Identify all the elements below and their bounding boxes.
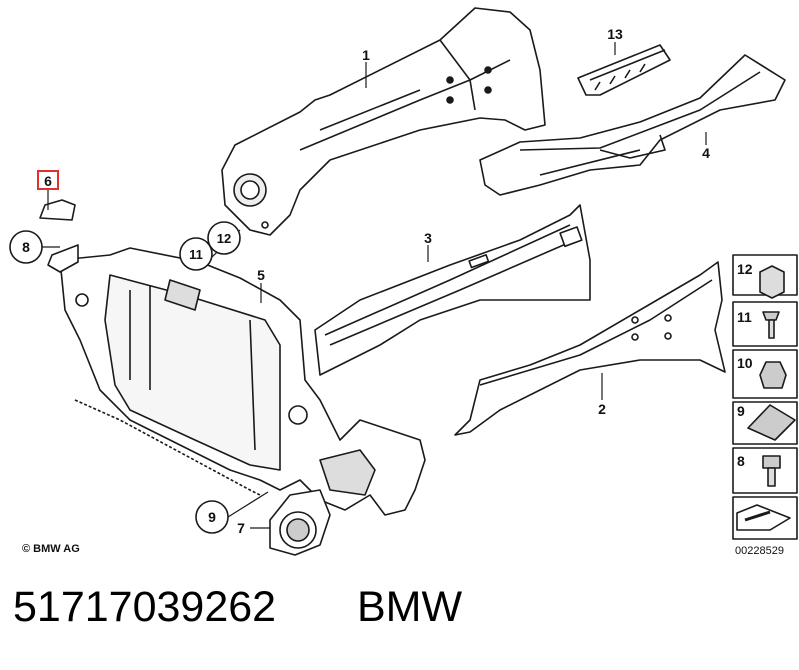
part-5-front-frame <box>59 247 426 516</box>
legend-label-11: 11 <box>737 309 752 325</box>
callout-circles <box>9 221 241 534</box>
legend-label-9: 9 <box>737 403 745 419</box>
legend-label-12: 12 <box>737 261 753 277</box>
callout-2: 2 <box>598 401 606 417</box>
part-4-side-member <box>479 54 786 196</box>
callout-7: 7 <box>237 520 245 536</box>
part-3-wheel-housing <box>314 204 591 376</box>
callout-1: 1 <box>362 47 370 63</box>
part-number: 51717039262 <box>13 583 277 631</box>
callout-9: 9 <box>208 509 216 525</box>
callout-8: 8 <box>22 239 30 255</box>
callout-12: 12 <box>217 231 231 246</box>
legend-label-10: 10 <box>737 355 753 371</box>
part-13-bracket <box>577 44 671 96</box>
callout-3: 3 <box>424 230 432 246</box>
copyright-text: © BMW AG <box>22 543 80 555</box>
legend-label-8: 8 <box>737 453 745 469</box>
figure-id: 00228529 <box>735 545 784 557</box>
callout-4: 4 <box>702 145 710 161</box>
part-6-bracket <box>39 199 76 221</box>
highlight-box <box>37 170 59 190</box>
callout-5: 5 <box>257 267 265 283</box>
brand-name: BMW <box>357 583 463 631</box>
callout-6: 6 <box>44 173 52 189</box>
part-8-plate <box>47 244 79 273</box>
callout-13: 13 <box>607 26 623 42</box>
part-1-wheel-arch-member <box>221 7 546 236</box>
callout-11: 11 <box>189 247 203 262</box>
part-2-wheel-housing <box>454 261 726 436</box>
parts-diagram: 1 2 3 4 5 6 7 8 9 11 12 13 12 11 10 9 8 … <box>9 7 798 557</box>
legend <box>732 254 798 540</box>
part-7-grommet <box>269 489 331 556</box>
